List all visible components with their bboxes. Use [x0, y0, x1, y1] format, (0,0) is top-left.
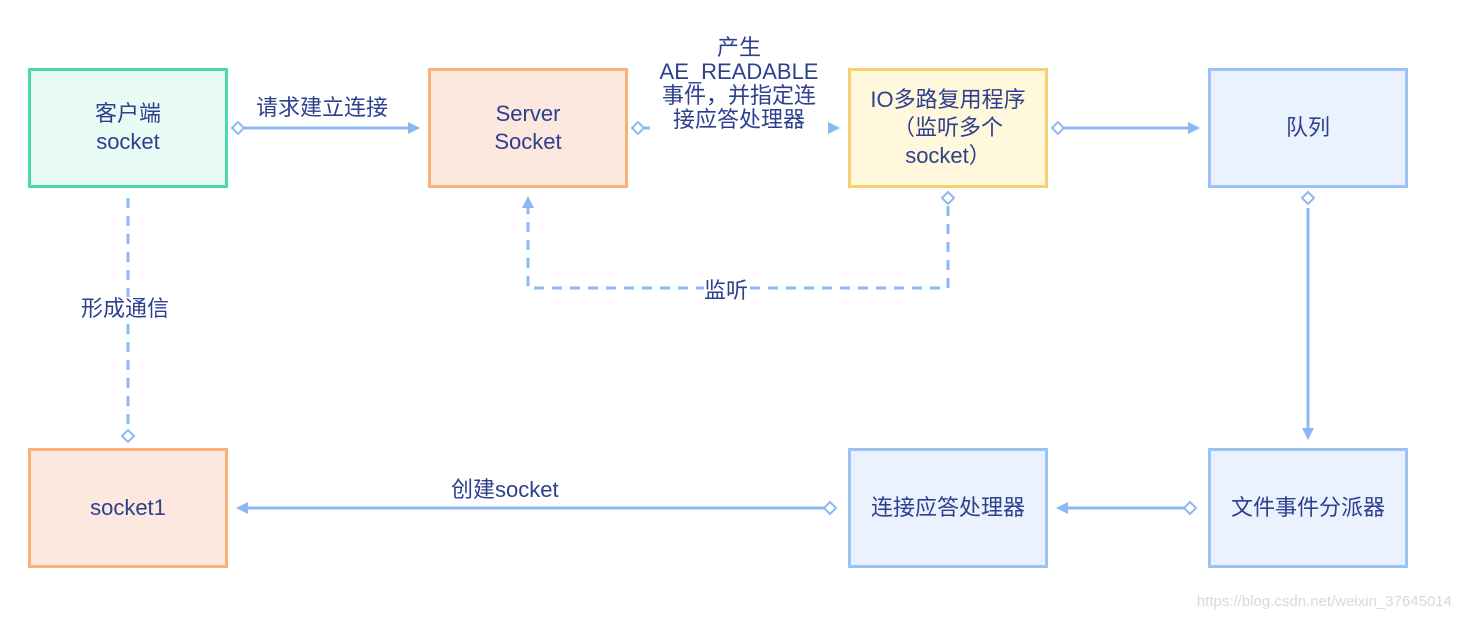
form-communication-label: 形成通信 [81, 296, 170, 321]
create-socket-label: 创建socket [451, 477, 559, 502]
socket1-label: socket1 [90, 495, 166, 520]
queue-node: 队列 [1208, 68, 1408, 188]
io-multiplexer-node: IO多路复用程序 （监听多个 socket） [848, 68, 1048, 188]
listen-label: 监听 [704, 278, 749, 303]
client-socket-node: 客户端 socket [28, 68, 228, 188]
edge-dispatcher-to-handler [1056, 500, 1198, 516]
queue-label: 队列 [1285, 115, 1330, 140]
file-event-dispatcher-node: 文件事件分派器 [1208, 448, 1408, 568]
file-event-dispatcher-label: 文件事件分派器 [1230, 495, 1385, 520]
readable-event-label: 产生 AE_READABLE 事件，并指定连 接应答处理器 [650, 36, 828, 132]
edge-queue-to-dispatcher [1300, 190, 1316, 440]
edge-create-socket [236, 500, 838, 516]
request-connection-label: 请求建立连接 [256, 95, 389, 120]
server-socket-label: Server Socket [494, 101, 562, 154]
connection-handler-node: 连接应答处理器 [848, 448, 1048, 568]
watermark-text: https://blog.csdn.net/weixin_37645014 [1196, 593, 1452, 610]
client-socket-label: 客户端 socket [94, 101, 161, 154]
server-socket-node: Server Socket [428, 68, 628, 188]
edge-listen [522, 190, 956, 290]
edge-request-connection [230, 120, 420, 136]
connection-handler-label: 连接应答处理器 [870, 495, 1025, 520]
socket1-node: socket1 [28, 448, 228, 568]
io-multiplexer-label: IO多路复用程序 （监听多个 socket） [870, 87, 1026, 168]
edge-io-to-queue [1050, 120, 1200, 136]
